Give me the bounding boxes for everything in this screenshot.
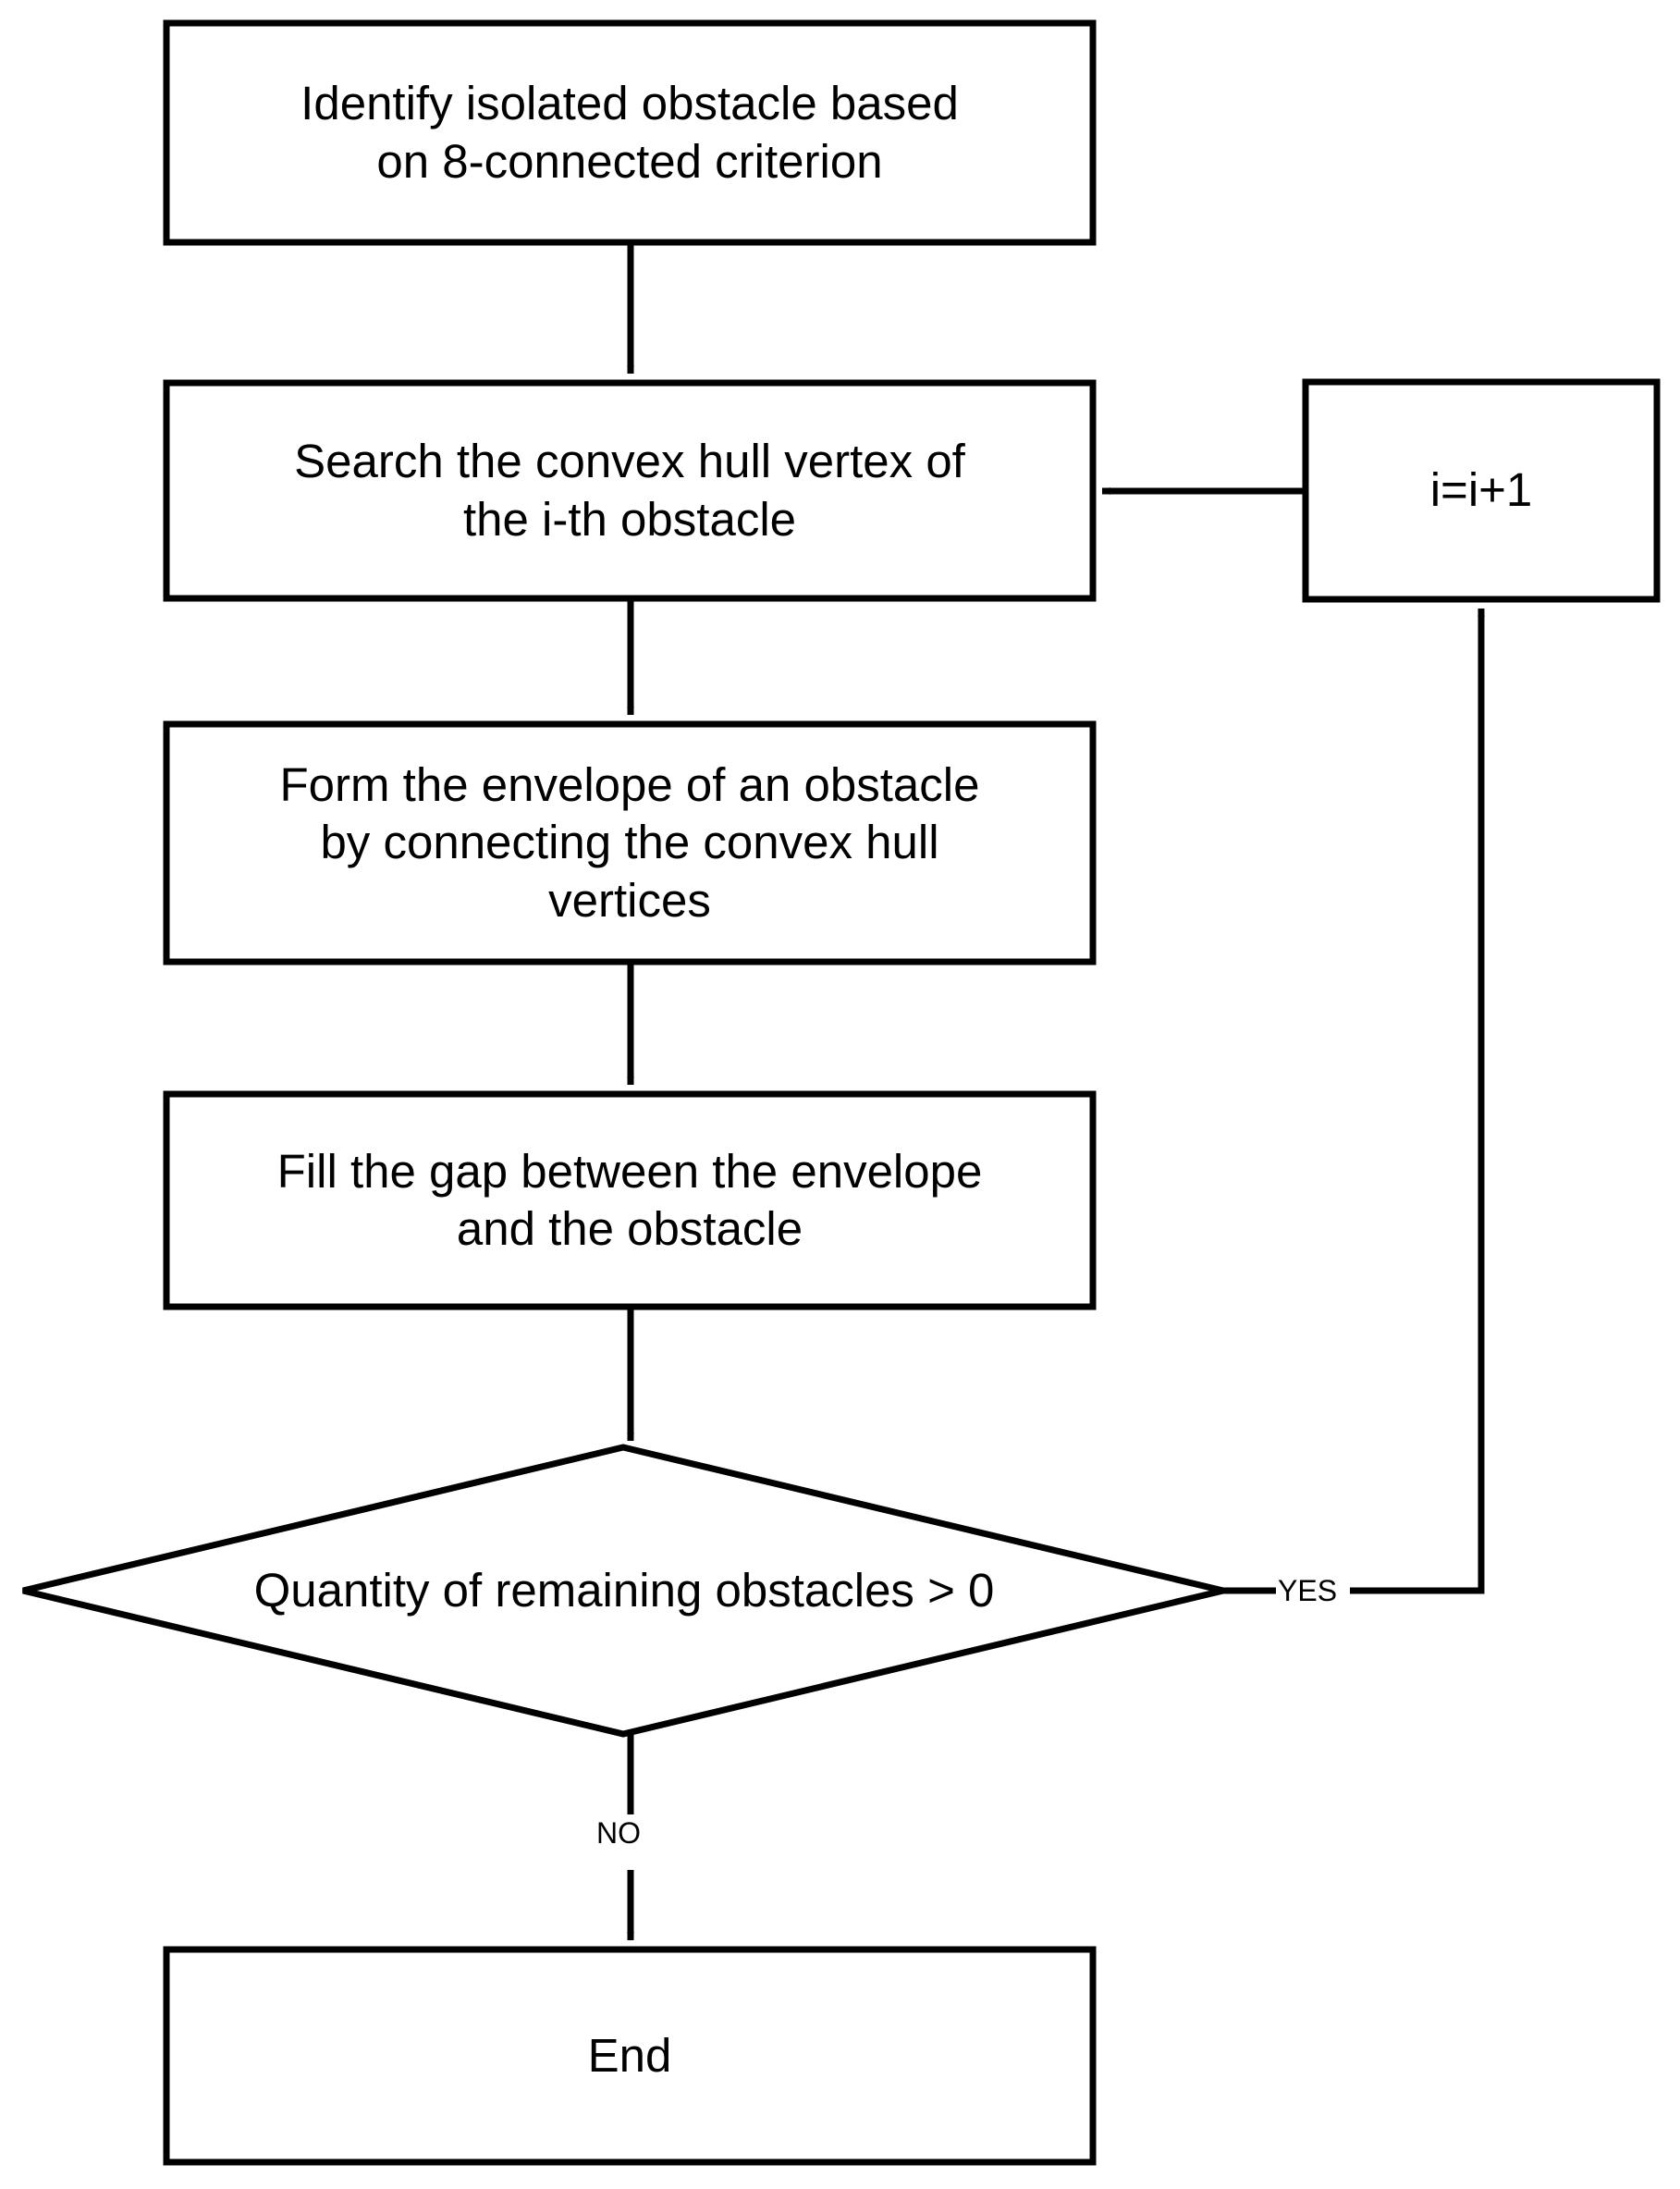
node-identify-shape[interactable] [163,19,1097,246]
node-fill-shape[interactable] [163,1090,1097,1310]
edge-decision-yes-to-increment [1223,609,1481,1594]
node-decision-shape[interactable] [22,1444,1224,1738]
edge-label-yes: YES [1278,1574,1338,1607]
node-form-shape[interactable] [163,720,1097,965]
node-increment-shape[interactable] [1302,378,1661,603]
node-end-shape[interactable] [163,1946,1097,2166]
edge-label-no: NO [596,1816,641,1850]
node-search-shape[interactable] [163,379,1097,602]
